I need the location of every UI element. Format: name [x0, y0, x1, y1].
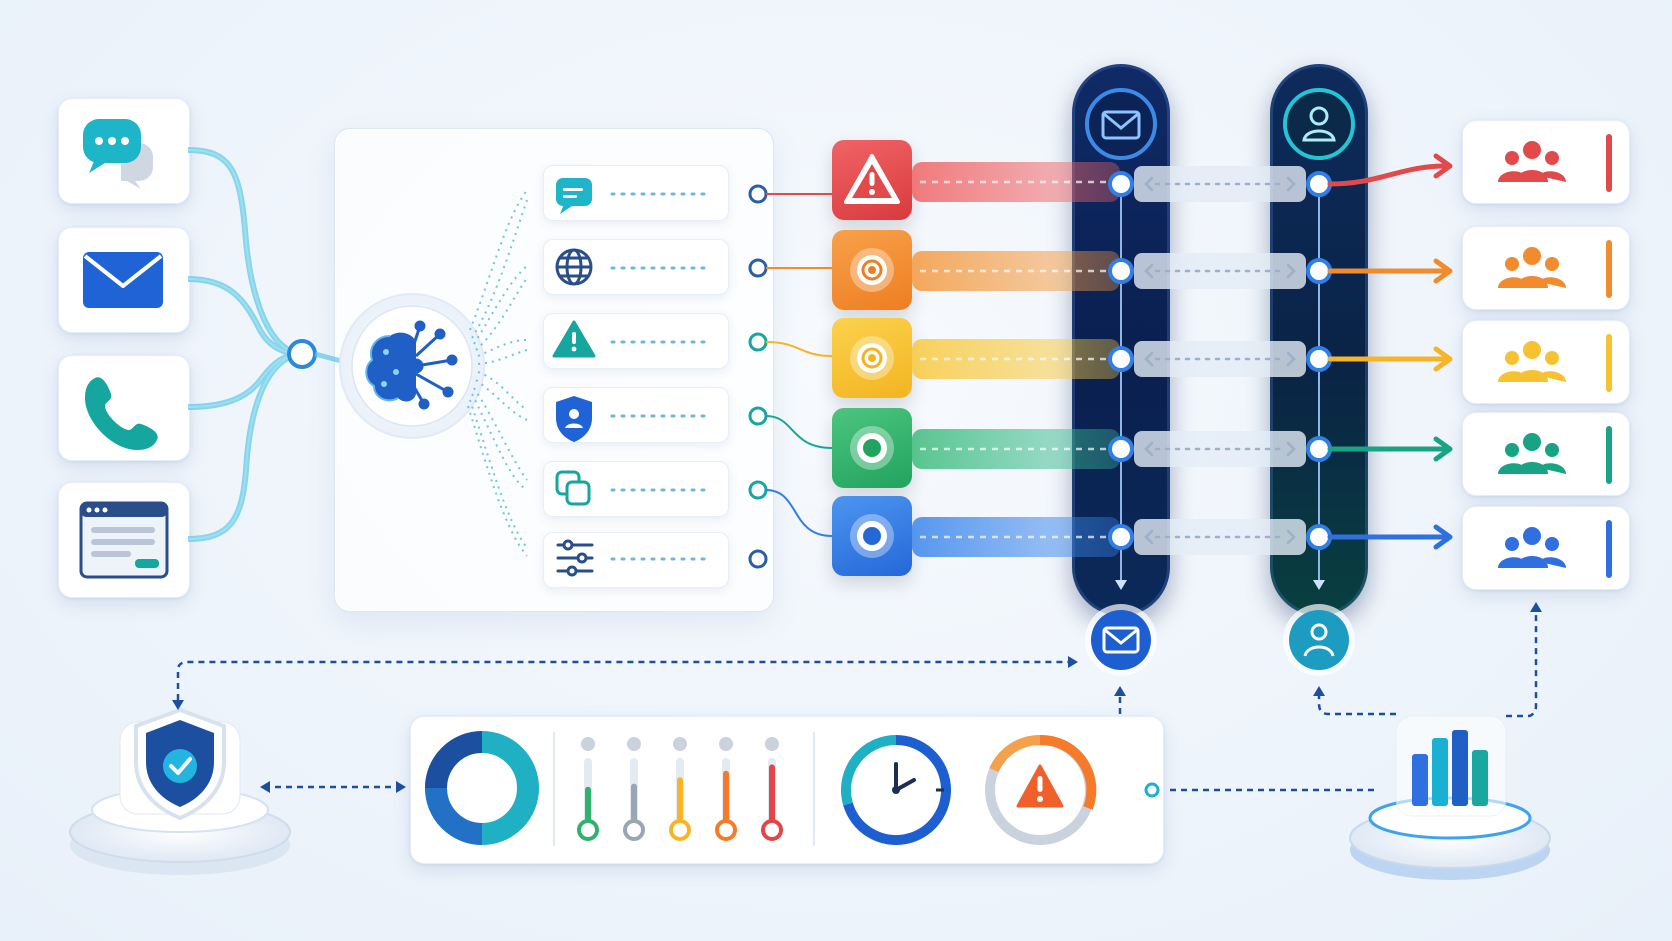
team-card-green[interactable] [1462, 412, 1630, 496]
alert-triangle-icon [844, 154, 900, 204]
gauge-cap [673, 737, 687, 751]
team-card-blue[interactable] [1462, 506, 1630, 590]
message-icon [556, 178, 592, 214]
analytics-podium [1349, 715, 1551, 880]
agent-output-badge[interactable] [1283, 604, 1355, 676]
timer-icon [841, 735, 951, 845]
email-channel-card[interactable] [58, 227, 190, 333]
row-output-nodes[interactable] [748, 184, 768, 569]
gauge-cap [719, 737, 733, 751]
globe-icon [555, 248, 593, 286]
envelope-icon [83, 252, 163, 308]
gauge-fill [769, 764, 775, 822]
chat-bubbles-icon [83, 119, 153, 189]
gauge-bulb [577, 819, 599, 841]
gauge-bulb [715, 819, 737, 841]
shield-user-icon [556, 396, 592, 442]
team-icon-blue [1498, 527, 1566, 568]
gauge-cap [627, 737, 641, 751]
team-arrowheads [1433, 153, 1453, 550]
rail-down-arrows [1115, 580, 1325, 590]
team-icon-green [1498, 433, 1566, 474]
team-card-orange[interactable] [1462, 226, 1630, 310]
browser-form-icon [79, 501, 169, 579]
email-output-badge[interactable] [1085, 604, 1157, 676]
feedback-loops [176, 610, 1538, 792]
target-icon-info [850, 514, 894, 558]
user-rail-header-icon [1283, 88, 1355, 160]
target-icon-low [850, 426, 894, 470]
row-dotted-leaders [610, 192, 714, 561]
channel-merge-node [287, 339, 317, 369]
rail-sync-links [1134, 166, 1306, 555]
classifier-fan [467, 189, 528, 557]
chat-channel-card[interactable] [58, 98, 190, 204]
category-row-sliders[interactable] [543, 532, 729, 588]
team-icon-orange [1498, 247, 1566, 288]
email-rail-header-icon [1085, 88, 1157, 160]
warning-icon [552, 320, 596, 358]
gauge-bulb [761, 819, 783, 841]
gauge-fill [723, 770, 729, 822]
duplicate-icon [555, 470, 591, 506]
gauge-bulb [623, 819, 645, 841]
team-card-yellow[interactable] [1462, 320, 1630, 404]
severity-connectors [765, 193, 833, 537]
sliders-icon [556, 539, 594, 577]
alert-gauge-icon [985, 734, 1097, 845]
gauge-cap [581, 737, 595, 751]
gauge-bulb [669, 819, 691, 841]
monitor-output-node[interactable] [1144, 782, 1160, 798]
security-podium [69, 721, 291, 875]
ai-brain-network-icon [365, 320, 458, 410]
feedback-arrowheads [172, 602, 1542, 793]
gauge-fill [585, 786, 591, 822]
rail-nodes[interactable] [1108, 171, 1332, 550]
phone-icon [85, 377, 158, 450]
team-icon-red [1498, 141, 1566, 182]
team-routing-arrows [1327, 163, 1449, 540]
team-icon-yellow [1498, 341, 1566, 382]
target-icon-medium [850, 336, 894, 380]
donut-chart-icon [425, 731, 539, 845]
gauge-fill [677, 777, 683, 822]
target-icon-high [850, 248, 894, 292]
phone-channel-card[interactable] [58, 355, 190, 461]
gauge-cap [765, 737, 779, 751]
team-card-red[interactable] [1462, 120, 1630, 204]
web-form-channel-card[interactable] [58, 482, 190, 598]
gauge-fill [631, 783, 637, 822]
rail-spines [1120, 184, 1320, 580]
bar-chart-icon [1412, 730, 1488, 806]
level-gauges [577, 737, 783, 841]
shield-check-icon [134, 707, 226, 821]
